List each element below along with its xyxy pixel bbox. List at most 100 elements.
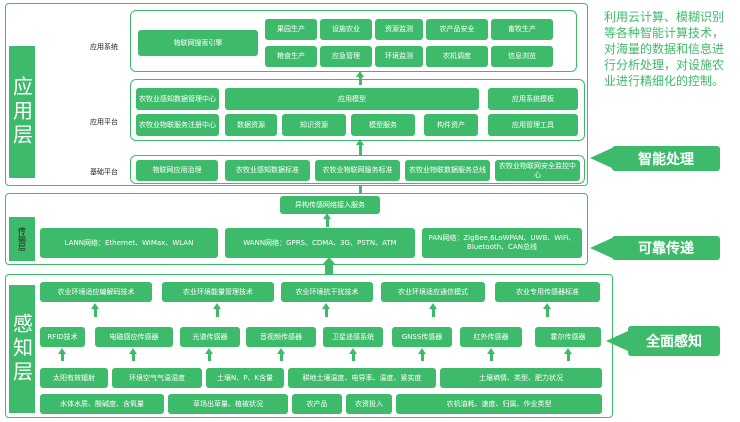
- arrow-network-to-access: [326, 216, 329, 227]
- sensor-em: 电磁感应传感器: [95, 327, 173, 347]
- arrow-row3-1: [61, 352, 64, 361]
- data-resource-label: 数据资源: [237, 120, 265, 129]
- sensor-label: GNSS传感器: [401, 332, 443, 341]
- base-label: 农牧业感知数据标准: [236, 166, 299, 175]
- arrow-up-3: [325, 307, 328, 317]
- arrow-up-5: [546, 307, 549, 317]
- pan-box: PAN网络：ZigBee,6LoWPAN、UWB、WiFi、Bluetooth、…: [422, 228, 582, 258]
- sensor-satellite: 卫星遥感系统: [323, 327, 383, 347]
- full-perception-label: 全面感知: [646, 334, 702, 350]
- param-input: 农资投入: [346, 394, 392, 414]
- knowledge-label: 知识资源: [300, 120, 328, 129]
- base-service-standard: 农牧业物联网服务标准: [315, 160, 400, 181]
- arrowhead-platform-to-system: [356, 71, 364, 77]
- sensor-label: 电磁感应传感器: [109, 332, 159, 341]
- arrow-up-4: [432, 307, 435, 317]
- tech-comm: 农业环境适应通信模式: [381, 282, 485, 302]
- tech-label: 农业环境适应通信模式: [398, 287, 468, 296]
- base-data-standard: 农牧业感知数据标准: [225, 160, 310, 181]
- perception-layer-title: 感知层: [9, 285, 35, 413]
- system-grain: 粮食生产: [265, 46, 317, 67]
- reliable-label: 可靠传递: [638, 241, 694, 257]
- data-resource-box: 数据资源: [225, 114, 277, 136]
- sensor-label: 红外传感器: [473, 332, 509, 341]
- model-service-label: 模型服务: [369, 120, 397, 129]
- system-label: 农产品安全: [439, 25, 475, 34]
- component-label: 构件资产: [437, 120, 465, 129]
- wan-box: WANN网络：GPRS、CDMA、3G、PSTN、ATM: [225, 228, 415, 258]
- sensor-hall: 霍尔传感器: [535, 327, 601, 347]
- base-governance: 物联网应用治理: [136, 160, 218, 181]
- description-text: 利用云计算、模糊识别等各种智能计算技术，对海量的数据和信息进行分析处理，对设施农…: [604, 10, 725, 88]
- access-service-box: 异构传感网络接入服务: [280, 196, 380, 214]
- param-grassland: 草场出草量、植被状况: [168, 394, 288, 414]
- sensor-av: 音视频传感器: [246, 327, 316, 347]
- tools-box: 应用管理工具: [488, 114, 578, 136]
- tools-label: 应用管理工具: [512, 120, 554, 129]
- param-label: 环境空气气温湿度: [129, 373, 185, 382]
- param-label: 农机油耗、速度、归属、作业类型: [446, 399, 552, 408]
- param-soil-moisture: 土壤墒情、类型、肥力状况: [440, 368, 602, 388]
- system-facility: 设施农业: [320, 19, 372, 40]
- tech-label: 农业环境适应编解码技术: [57, 287, 135, 296]
- register-box: 农牧业物联服务注册中心: [136, 114, 219, 136]
- system-machinery: 农机调度: [426, 46, 488, 67]
- arrowhead-row3-2: [129, 348, 137, 354]
- param-produce: 农产品: [292, 394, 342, 414]
- tech-standard: 农业专用传感器标准: [495, 282, 600, 302]
- system-orchard: 果园生产: [265, 19, 317, 40]
- tech-label: 农业环境能量管理技术: [183, 287, 253, 296]
- sensor-label: RFID技术: [47, 332, 78, 341]
- app-model-box: 应用模型: [225, 88, 479, 110]
- arrowhead-base-to-platform: [356, 139, 364, 145]
- full-callout-pointer: [606, 331, 628, 351]
- system-emergency: 应急管理: [320, 46, 372, 67]
- arrowhead-up-1: [91, 303, 99, 309]
- arrow-row3-7: [490, 352, 493, 361]
- smart-callout-pointer: [590, 148, 612, 168]
- search-engine-label: 物联网搜索引擎: [173, 38, 223, 47]
- arrowhead-row3-3: [205, 348, 213, 354]
- arrowhead-row3-8: [564, 348, 572, 354]
- full-perception-callout: 全面感知: [628, 326, 720, 356]
- app-system-label: 应用系统: [90, 43, 118, 51]
- mgmt-center-label: 农牧业感知数据管理中心: [139, 94, 216, 103]
- smart-processing-label: 智能处理: [638, 151, 694, 168]
- param-label: 太阳有效辐射: [53, 373, 95, 382]
- arrowhead-up-5: [543, 303, 551, 309]
- system-label: 信息浏览: [508, 52, 536, 61]
- perception-layer-label: 感知层: [9, 313, 34, 385]
- param-label: 土壤N、P、K含量: [216, 373, 274, 382]
- base-platform-label: 基础平台: [90, 168, 118, 176]
- sensor-label: 霍尔传感器: [550, 332, 586, 341]
- system-label: 环境监测: [385, 52, 413, 61]
- arrowhead-row3-5: [349, 348, 357, 354]
- application-layer-label: 应用层: [9, 76, 34, 148]
- arrow-up-2: [216, 307, 219, 317]
- param-label: 水体水质、酸碱度、含氧量: [60, 399, 144, 408]
- param-machinery: 农机油耗、速度、归属、作业类型: [396, 394, 602, 414]
- arrow-row3-8: [567, 352, 570, 361]
- template-box: 应用系统模板: [488, 88, 578, 110]
- transport-layer-label: 传输层: [17, 227, 27, 251]
- arrow-perception-to-transport: [325, 262, 333, 274]
- app-platform-label: 应用平台: [90, 118, 118, 126]
- arrow-row3-6: [421, 352, 424, 361]
- system-browse: 信息浏览: [491, 46, 553, 67]
- lan-label: LANN网络：Ethernet、WiMax、WLAN: [64, 238, 194, 247]
- tech-energy: 农业环境能量管理技术: [162, 282, 274, 302]
- search-engine-box: 物联网搜索引擎: [138, 30, 258, 56]
- register-label: 农牧业物联服务注册中心: [139, 120, 216, 129]
- arrowhead-up-4: [429, 303, 437, 309]
- system-label: 粮食生产: [277, 52, 305, 61]
- arrow-transport-to-app: [359, 186, 362, 194]
- tech-label: 农业环境抗干扰技术: [295, 287, 359, 296]
- model-service-box: 模型服务: [351, 114, 415, 136]
- param-label: 农资投入: [355, 399, 383, 408]
- arrow-row3-3: [208, 352, 211, 361]
- param-soil-temp: 耕地土壤温度、电导率、温度、紧实度: [288, 368, 436, 388]
- component-box: 构件资产: [424, 114, 478, 136]
- system-label: 畜牧生产: [508, 25, 536, 34]
- arrow-row3-5: [352, 352, 355, 361]
- base-bus: 农牧业物联数据服务总线: [405, 160, 490, 181]
